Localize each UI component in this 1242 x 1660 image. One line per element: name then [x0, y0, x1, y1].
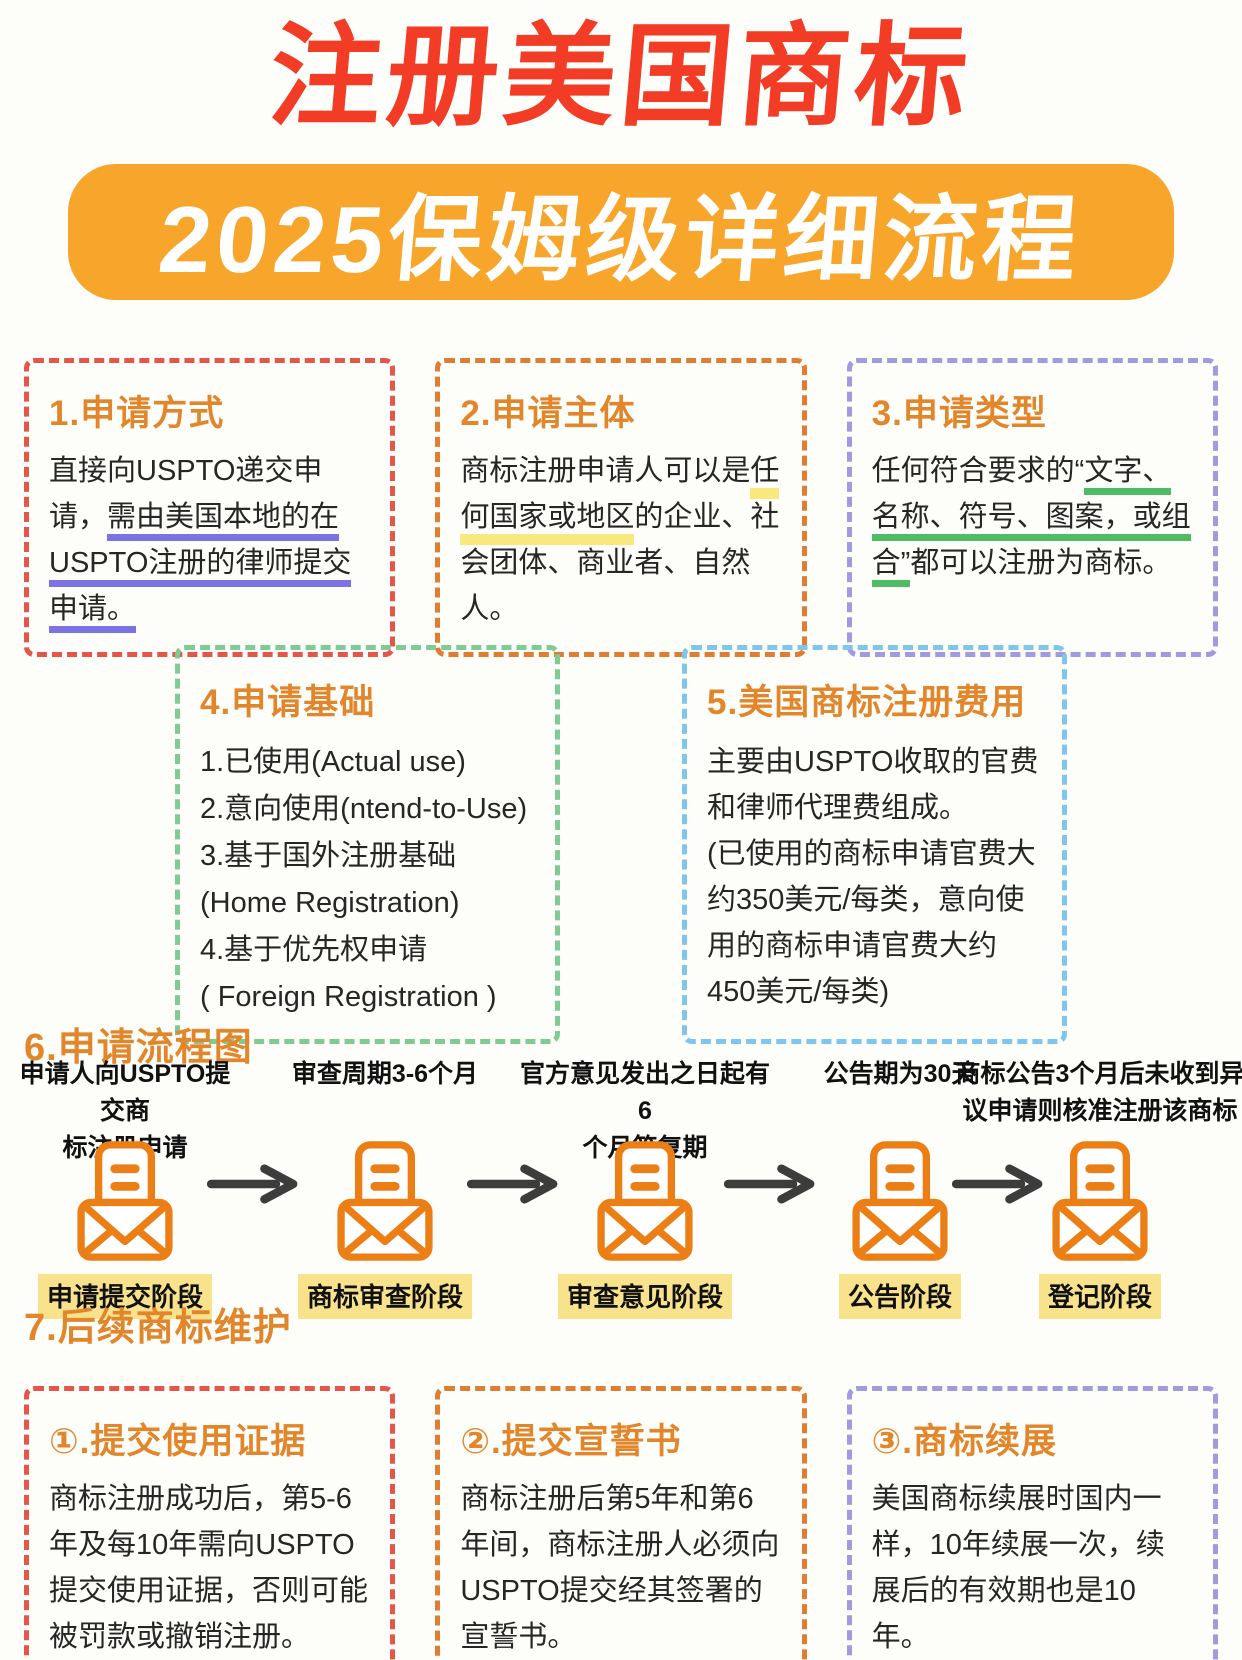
box-title: 5.美国商标注册费用 [707, 683, 1027, 722]
box-body: 商标注册申请人可以是任何国家或地区的企业、社会团体、商业者、自然人。 [460, 455, 780, 625]
box-title: ②.提交宣誓书 [460, 1422, 682, 1461]
flow-step-label: 官方意见发出之日起有6个月答复期 [519, 1060, 770, 1162]
flow-step-examination: 审查周期3-6个月 商标审查阶段 [280, 1056, 490, 1319]
envelope-icon [596, 1140, 694, 1262]
box-body: 商标注册成功后，第5-6年及每10年需向USPTO提交使用证据，否则可能被罚款或… [49, 1483, 369, 1653]
stage-badge: 审查意见阶段 [557, 1274, 732, 1319]
box-title: 2.申请主体 [460, 394, 636, 433]
stage-badge: 公告阶段 [838, 1274, 961, 1319]
subtitle-banner-text: 2025保姆级详细流程 [154, 187, 1086, 292]
info-boxes-row2: 4.申请基础 1.已使用(Actual use)2.意向使用(ntend-to-… [0, 645, 1242, 1044]
envelope-icon [1051, 1140, 1149, 1262]
page-title: 注册美国商标 [264, 14, 978, 139]
box-title: 3.申请类型 [871, 394, 1047, 433]
box-application-method: 1.申请方式 直接向USPTO递交申请，需由美国本地的在USPTO注册的律师提交… [24, 358, 396, 657]
flow-step-label: 申请人向USPTO提交商标注册申请 [19, 1060, 231, 1162]
flow-step-registration: 商标公告3个月后未收到异议申请则核准注册该商标 登记阶段 [955, 1056, 1242, 1319]
flow-step-office-action: 官方意见发出之日起有6个月答复期 审查意见阶段 [515, 1056, 775, 1319]
info-boxes-row3: ①.提交使用证据 商标注册成功后，第5-6年及每10年需向USPTO提交使用证据… [24, 1386, 1218, 1660]
box-use-evidence: ①.提交使用证据 商标注册成功后，第5-6年及每10年需向USPTO提交使用证据… [24, 1386, 396, 1660]
envelope-icon [336, 1140, 434, 1262]
box-title: 1.申请方式 [49, 394, 225, 433]
flow-step-label: 公告期为30天 [823, 1060, 977, 1088]
envelope-icon [76, 1140, 174, 1262]
flow-step-publication: 公告期为30天 公告阶段 [800, 1056, 1000, 1319]
stage-badge: 商标审查阶段 [297, 1274, 472, 1319]
box-title: ①.提交使用证据 [49, 1422, 307, 1461]
maintenance-section-heading: 7.后续商标维护 [24, 1307, 292, 1349]
box-body: 直接向USPTO递交申请，需由美国本地的在USPTO注册的律师提交申请。 [49, 448, 370, 633]
info-boxes-row1: 1.申请方式 直接向USPTO递交申请，需由美国本地的在USPTO注册的律师提交… [24, 358, 1218, 657]
box-renewal: ③.商标续展 美国商标续展时国内一样，10年续展一次，续展后的有效期也是10年。 [846, 1386, 1218, 1660]
box-body: 1.已使用(Actual use)2.意向使用(ntend-to-Use)3.基… [200, 746, 528, 1013]
box-application-basis: 4.申请基础 1.已使用(Actual use)2.意向使用(ntend-to-… [175, 645, 560, 1044]
stage-badge: 登记阶段 [1038, 1274, 1161, 1319]
subtitle-banner: 2025保姆级详细流程 [68, 164, 1174, 300]
stage-badge: 申请提交阶段 [37, 1274, 212, 1319]
envelope-icon [851, 1140, 949, 1262]
application-flow-chart: 申请人向USPTO提交商标注册申请 申请提交阶段 审查周期3-6个月 商标审查阶… [0, 1056, 1242, 1319]
box-body: 美国商标续展时国内一样，10年续展一次，续展后的有效期也是10年。 [871, 1483, 1165, 1653]
box-body: 主要由USPTO收取的官费和律师代理费组成。(已使用的商标申请官费大约350美元… [707, 746, 1039, 1008]
box-application-type: 3.申请类型 任何符合要求的“文字、名称、符号、图案，或组合”都可以注册为商标。 [846, 358, 1218, 657]
box-title: 4.申请基础 [200, 683, 376, 722]
box-registration-fees: 5.美国商标注册费用 主要由USPTO收取的官费和律师代理费组成。(已使用的商标… [682, 645, 1067, 1044]
flow-step-label: 审查周期3-6个月 [291, 1060, 479, 1088]
box-title: ③.商标续展 [871, 1422, 1058, 1461]
flow-section-heading: 6.申请流程图 [24, 1027, 253, 1069]
box-body: 商标注册后第5年和第6年间，商标注册人必须向USPTO提交经其签署的宣誓书。 [460, 1483, 780, 1653]
box-body: 任何符合要求的“文字、名称、符号、图案，或组合”都可以注册为商标。 [871, 448, 1193, 587]
flow-step-label: 商标公告3个月后未收到异议申请则核准注册该商标 [955, 1060, 1242, 1125]
flow-step-submission: 申请人向USPTO提交商标注册申请 申请提交阶段 [10, 1056, 240, 1319]
box-declaration: ②.提交宣誓书 商标注册后第5年和第6年间，商标注册人必须向USPTO提交经其签… [435, 1386, 807, 1660]
box-applicant: 2.申请主体 商标注册申请人可以是任何国家或地区的企业、社会团体、商业者、自然人… [435, 358, 807, 657]
